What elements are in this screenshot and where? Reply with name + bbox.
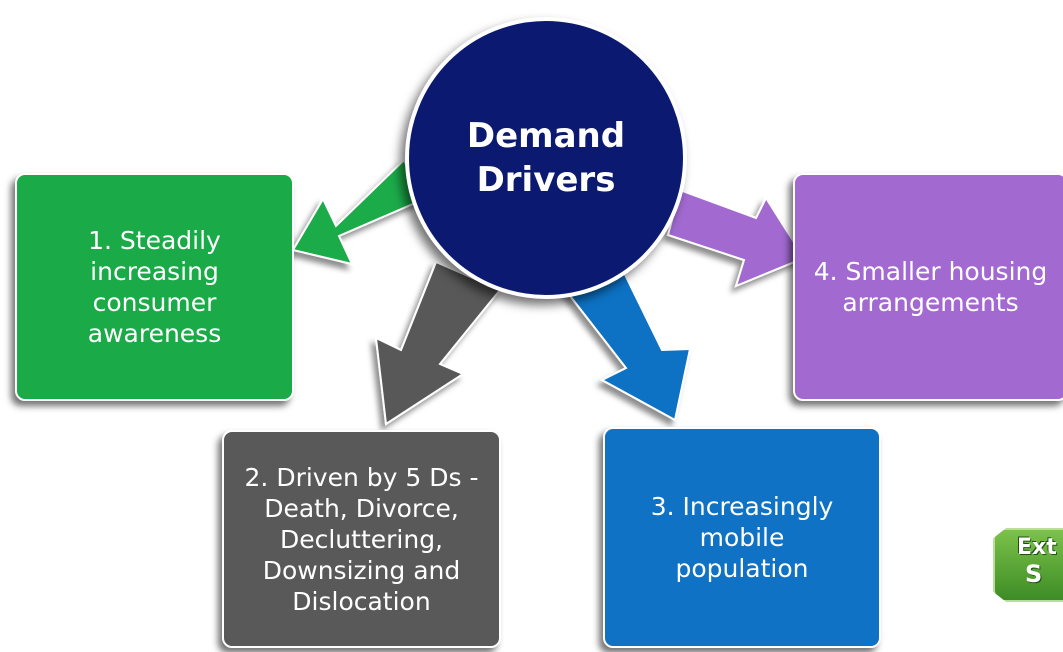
driver-label-4: 4. Smaller housing arrangements [813,257,1048,317]
driver-label-2: 2. Driven by 5 Ds - Death, Divorce, Decl… [244,462,479,616]
driver-label-3: 3. Increasingly mobile population [650,492,834,583]
logo-text: Ext [1017,535,1057,560]
extra-space-storage-logo-icon: Ext S [993,528,1063,602]
hub-title: Demand Drivers [466,116,626,200]
driver-box-2: 2. Driven by 5 Ds - Death, Divorce, Decl… [222,430,501,648]
driver-box-4: 4. Smaller housing arrangements [793,173,1063,401]
logo-mark: S [1025,560,1043,588]
arrow-to-driver-4 [666,188,806,288]
hub-circle: Demand Drivers [405,17,687,299]
driver-box-1: 1. Steadily increasing consumer awarenes… [15,173,294,401]
arrow-to-driver-2 [374,260,502,426]
driver-box-3: 3. Increasingly mobile population [603,427,881,648]
driver-label-1: 1. Steadily increasing consumer awarenes… [87,226,222,348]
arrow-to-driver-1 [291,158,424,266]
